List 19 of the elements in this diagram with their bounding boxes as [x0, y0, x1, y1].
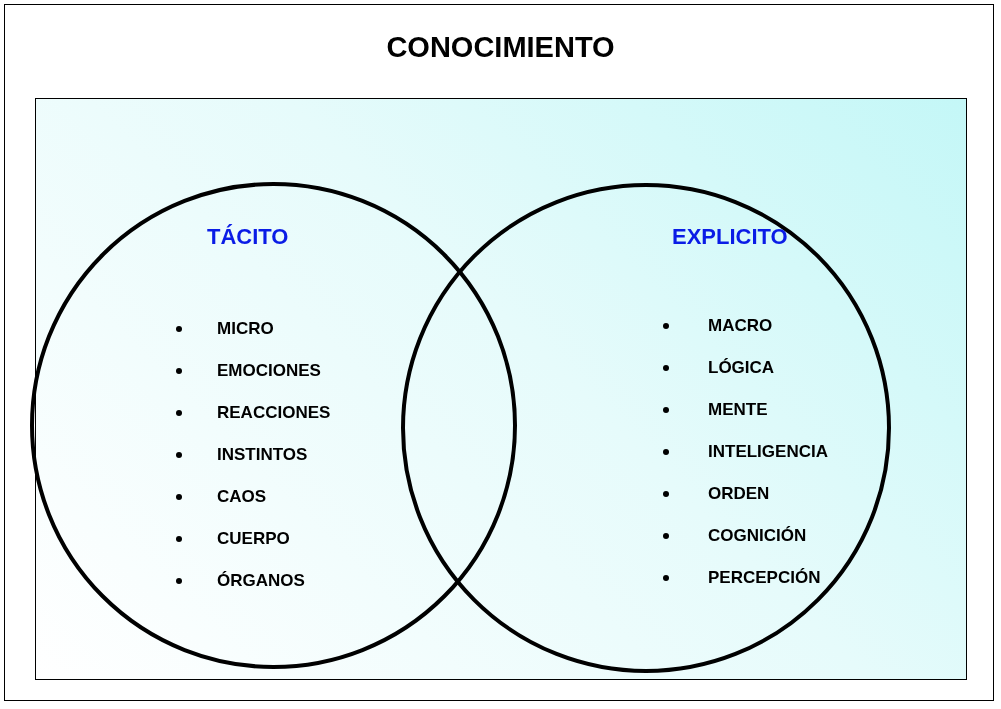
list-item: COGNICIÓN: [708, 526, 807, 546]
list-item: MENTE: [708, 400, 768, 420]
list-item: REACCIONES: [217, 403, 331, 423]
title: CONOCIMIENTO: [385, 30, 616, 64]
list-item: INSTINTOS: [217, 445, 308, 465]
set-circle: [30, 182, 517, 669]
list-item: CUERPO: [217, 529, 290, 549]
list-item: INTELIGENCIA: [708, 442, 828, 462]
list-item: CAOS: [217, 487, 267, 507]
list-item: MACRO: [708, 316, 773, 336]
list-item: EMOCIONES: [217, 361, 321, 381]
list-item: ÓRGANOS: [217, 571, 305, 591]
list-item: ORDEN: [708, 484, 770, 504]
list-item: PERCEPCIÓN: [708, 568, 821, 588]
list-item: LÓGICA: [708, 358, 775, 378]
list-item: MICRO: [217, 319, 274, 339]
set-heading: TÁCITO: [207, 224, 289, 250]
set-heading: EXPLICITO: [672, 224, 788, 250]
set-circle: [401, 183, 891, 673]
